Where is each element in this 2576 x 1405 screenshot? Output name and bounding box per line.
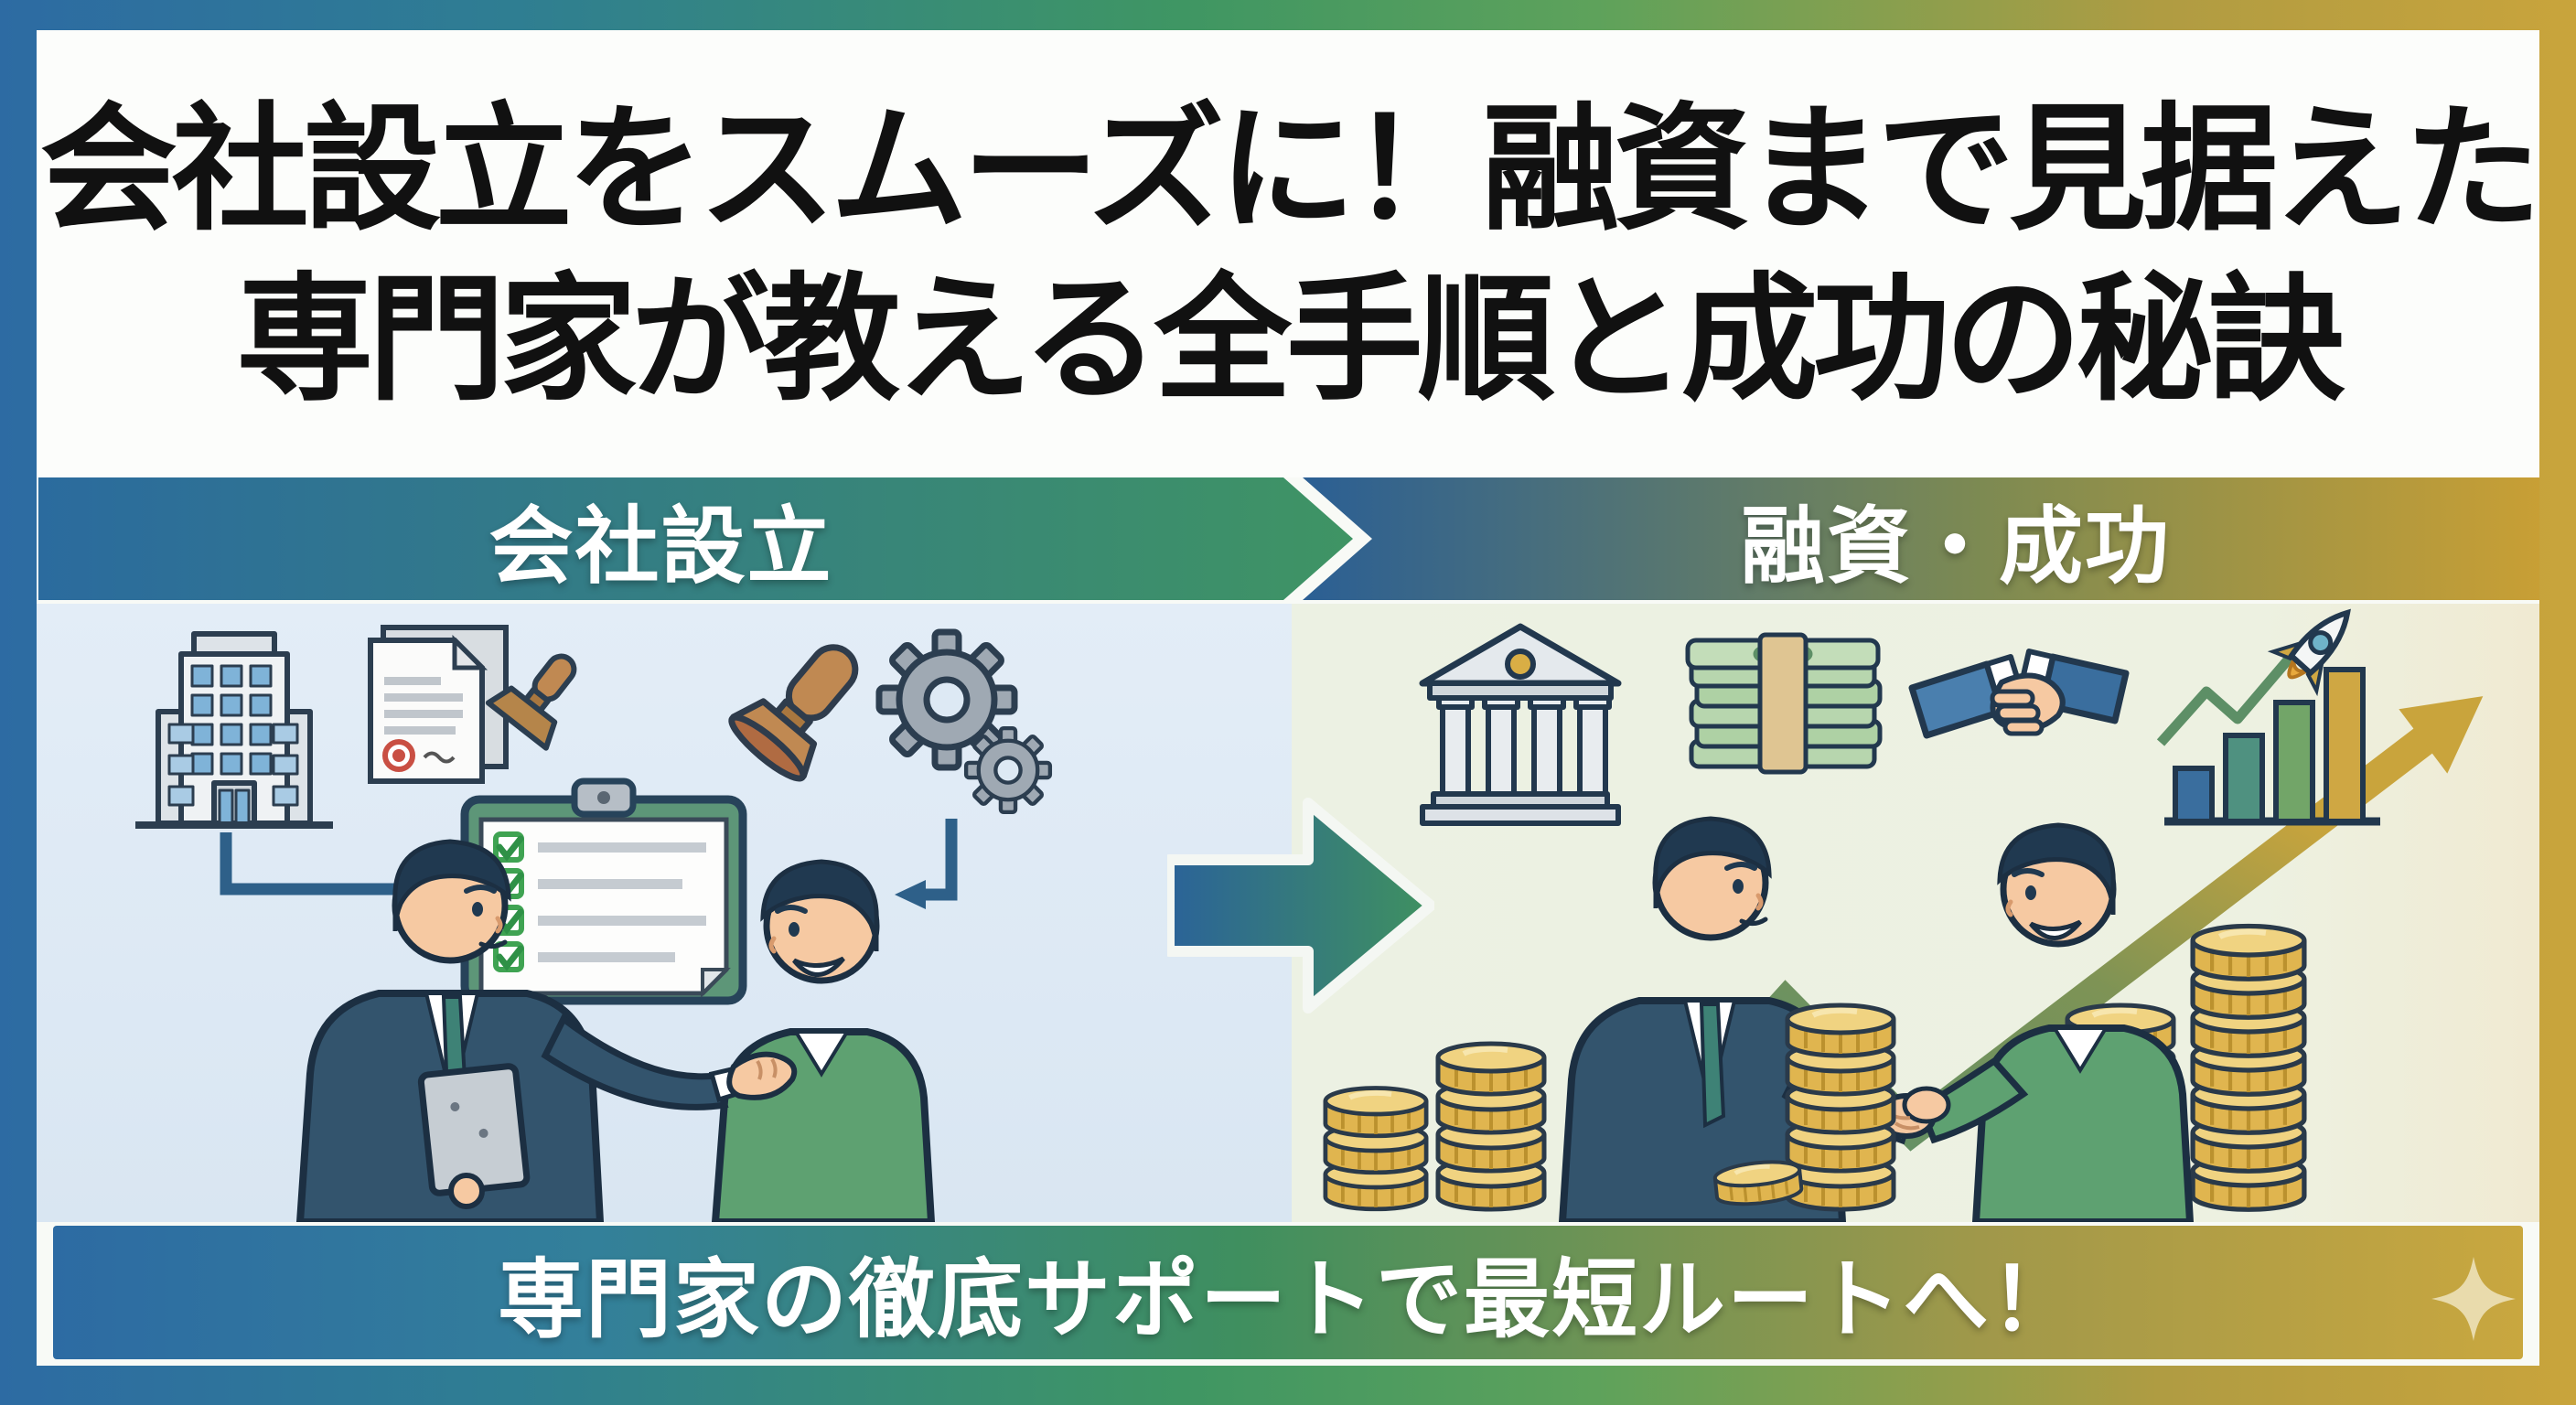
stage-label-right: 融資・成功 (1740, 499, 2171, 594)
tablet-icon (417, 1063, 531, 1196)
small-stamp-icon (485, 653, 577, 751)
office-building-icon (135, 631, 333, 829)
hanko-stamp-icon (728, 644, 859, 782)
bank-building-icon (1419, 623, 1622, 826)
sparkle-diamond-icon (2431, 1257, 2516, 1341)
flow-arrow-from-gears (895, 819, 958, 909)
footer-message: 専門家の徹底サポートで最短ルートへ！ (497, 1251, 2078, 1347)
client-figure (711, 862, 936, 1222)
financing-success-illustration (1292, 608, 2484, 1222)
panel-company-formation (37, 604, 1292, 1222)
growth-chart-rocket-icon (2156, 608, 2380, 826)
title-area: 会社設立をスムーズに！融資まで見据えた 専門家が教える全手順と成功の秘訣 (37, 30, 2542, 477)
stage-transition-arrow (1167, 798, 1434, 1014)
stamped-document-icon (368, 625, 577, 784)
title-line-1: 会社設立をスムーズに！融資まで見据えた (39, 91, 2542, 246)
title-line-2: 専門家が教える全手順と成功の秘訣 (236, 262, 2345, 416)
rocket-icon (2267, 608, 2351, 697)
consultant-figure (295, 842, 798, 1222)
stage-band-financing-success: 融資・成功 (1303, 477, 2539, 600)
handshake-icon (1908, 649, 2130, 739)
panel-financing-success (1292, 604, 2539, 1222)
gears-icon (879, 632, 1050, 812)
cash-stack-icon (1685, 632, 1883, 775)
company-formation-illustration (135, 625, 1292, 1222)
stage-label-left: 会社設立 (488, 499, 833, 594)
footer-banner: 専門家の徹底サポートで最短ルートへ！ (53, 1226, 2523, 1359)
stage-band-company-formation: 会社設立 (38, 477, 1353, 600)
client-figure-right (1916, 825, 2195, 1222)
